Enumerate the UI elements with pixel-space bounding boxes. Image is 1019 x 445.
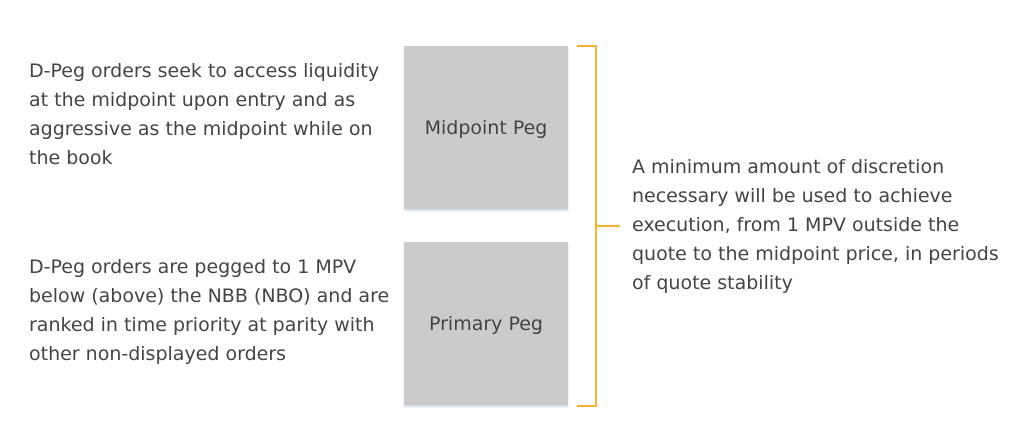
- primary-peg-box: Primary Peg: [404, 242, 568, 405]
- midpoint-peg-label: Midpoint Peg: [424, 116, 548, 139]
- midpoint-peg-box: Midpoint Peg: [404, 46, 568, 209]
- primary-peg-label: Primary Peg: [429, 312, 543, 335]
- midpoint-peg-description: D-Peg orders seek to access liquidity at…: [29, 60, 380, 169]
- primary-peg-description: D-Peg orders are pegged to 1 MPV below (…: [29, 256, 390, 365]
- discretion-description: A minimum amount of discretion necessary…: [632, 156, 999, 294]
- right-curly-bracket: [577, 45, 620, 407]
- bracket-line: [577, 45, 620, 407]
